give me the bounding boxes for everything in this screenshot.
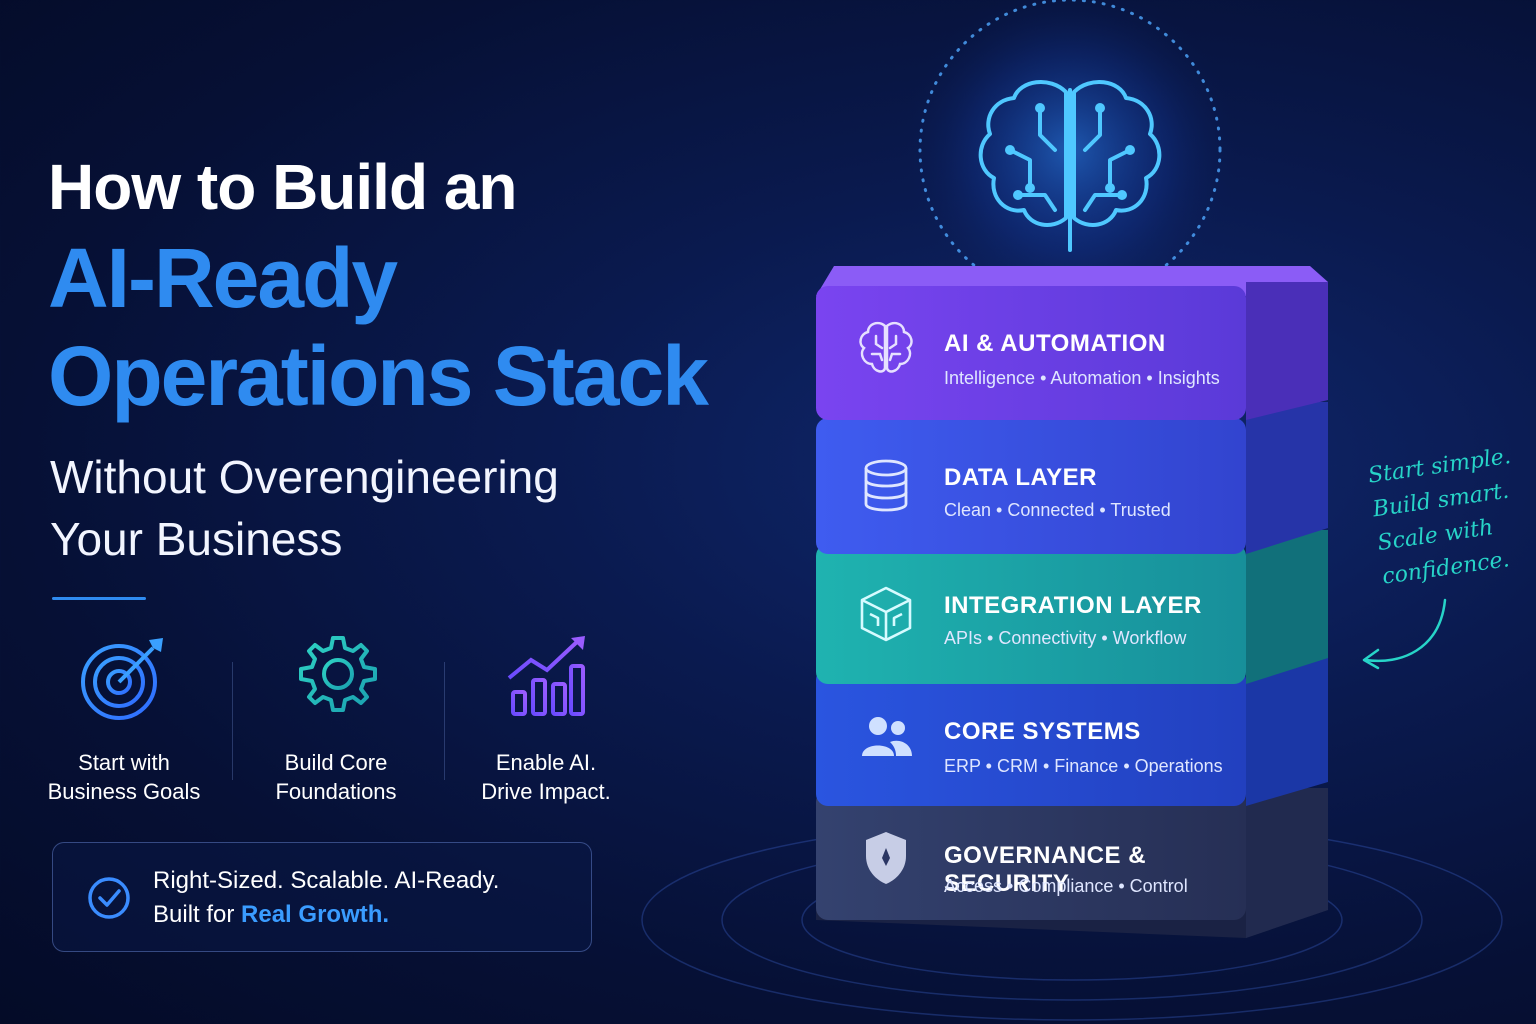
glowing-brain-icon xyxy=(978,79,1162,252)
headline-accent-line1: AI-Ready xyxy=(48,231,398,325)
database-icon xyxy=(864,459,908,512)
feature-label-line1: Start with xyxy=(78,750,170,775)
layer-description: Intelligence • Automation • Insights xyxy=(944,368,1220,388)
stack-layer-integration: INTEGRATION LAYER APIs • Connectivity • … xyxy=(816,556,1246,676)
brain-node-dots xyxy=(1005,103,1135,200)
growth-chart-icon xyxy=(507,636,585,716)
callout-line1: Right-Sized. Scalable. AI-Ready. xyxy=(153,867,500,894)
headline-accent-line2: Operations Stack xyxy=(48,329,709,423)
layer-title: DATA LAYER xyxy=(944,464,1098,491)
layer-block-ai xyxy=(816,266,1328,420)
layer-block-governance xyxy=(816,788,1328,938)
stack-layer-governance: GOVERNANCE & SECURITY Access • Complianc… xyxy=(816,806,1246,916)
callout-line2: Built for Real Growth. xyxy=(153,901,389,929)
callout-box: Right-Sized. Scalable. AI-Ready. Built f… xyxy=(52,842,592,952)
headline-line1: How to Build an xyxy=(48,151,517,223)
handwritten-note: Start simple. Build smart. Scale with co… xyxy=(1366,436,1536,594)
feature-separator xyxy=(444,662,445,780)
stack-illustration xyxy=(641,0,1503,1021)
layer-title: AI & AUTOMATION xyxy=(944,330,1166,357)
feature-label-line2: Drive Impact. xyxy=(481,779,611,804)
layer-title: GOVERNANCE & SECURITY xyxy=(944,842,1147,897)
layer-title: CORE SYSTEMS xyxy=(944,718,1141,745)
layer-block-core-systems xyxy=(816,658,1328,806)
check-circle-icon xyxy=(88,877,130,919)
feature-core-foundations: Build Core Foundations xyxy=(236,632,436,806)
feature-label-line2: Foundations xyxy=(275,779,397,804)
gear-icon xyxy=(299,636,377,712)
feature-business-goals: Start with Business Goals xyxy=(24,632,224,806)
divider xyxy=(52,597,146,600)
subtitle: Without Overengineering Your Business xyxy=(50,446,690,570)
layer-description: ERP • CRM • Finance • Operations xyxy=(944,756,1223,776)
shield-icon xyxy=(866,832,906,884)
cube-network-icon xyxy=(860,586,912,642)
note-arrow xyxy=(1364,598,1447,663)
layer-description: Access • Compliance • Control xyxy=(944,876,1188,896)
stack-layer-data: DATA LAYER Clean • Connected • Trusted xyxy=(816,428,1246,548)
callout-line2-accent: Real Growth. xyxy=(241,901,390,928)
note-arrowhead xyxy=(1362,648,1380,670)
feature-label-line1: Enable AI. xyxy=(495,750,597,775)
stack-layer-core-systems: CORE SYSTEMS ERP • CRM • Finance • Opera… xyxy=(816,680,1246,800)
layer-block-integration xyxy=(816,530,1328,684)
feature-label-line2: Business Goals xyxy=(47,779,201,804)
brain-dotted-ring xyxy=(918,0,1222,302)
layer-block-data xyxy=(816,402,1328,554)
layer-description: APIs • Connectivity • Workflow xyxy=(944,628,1187,648)
brain-icon xyxy=(859,321,913,373)
layer-title: INTEGRATION LAYER xyxy=(944,592,1202,619)
subtitle-line2: Your Business xyxy=(50,513,343,565)
feature-enable-ai: Enable AI. Drive Impact. xyxy=(446,632,646,806)
stack-layer-ai-automation: AI & AUTOMATION Intelligence • Automatio… xyxy=(816,296,1246,416)
feature-separator xyxy=(232,662,233,780)
target-icon xyxy=(81,638,163,720)
users-icon xyxy=(862,717,912,756)
callout-line2-prefix: Built for xyxy=(153,901,242,928)
subtitle-line1: Without Overengineering xyxy=(50,451,559,503)
feature-label-line1: Build Core xyxy=(284,750,388,775)
layer-description: Clean • Connected • Trusted xyxy=(944,500,1171,520)
